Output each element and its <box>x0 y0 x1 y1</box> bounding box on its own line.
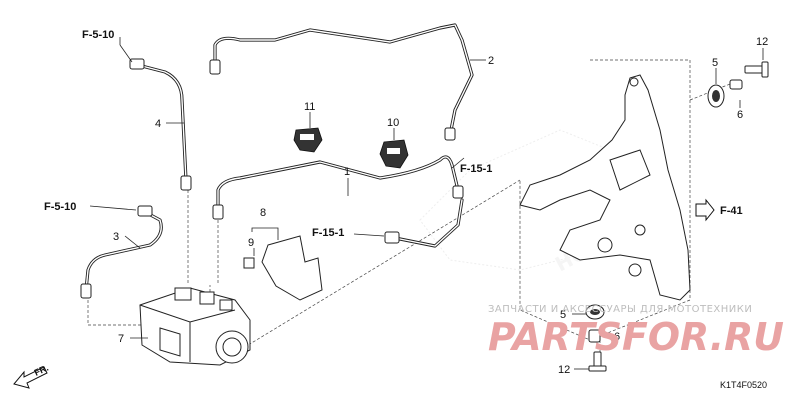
ref-f-41[interactable]: F-41 <box>720 205 743 217</box>
callout-6-bottom: 6 <box>614 331 620 343</box>
brake-pipe-1 <box>212 155 464 220</box>
pipe-clip-11 <box>293 127 323 153</box>
ref-f-41-arrow[interactable]: F-41 <box>695 198 743 222</box>
callout-12-bottom: 12 <box>558 364 570 376</box>
callout-4: 4 <box>155 118 161 130</box>
callout-5-top: 5 <box>712 57 718 69</box>
callout-5-bottom: 5 <box>560 309 566 321</box>
watermark-brand: PARTSFOR.RU <box>488 315 784 359</box>
modulator-bracket <box>519 74 691 301</box>
collar-6-top <box>729 79 743 90</box>
mount-rubber-5-bottom <box>585 304 605 320</box>
leader-lines <box>89 37 764 370</box>
ref-f-5-10-top[interactable]: F-5-10 <box>82 29 114 41</box>
bolt-12-bottom <box>588 351 607 372</box>
callout-7: 7 <box>118 333 124 345</box>
pipe-clip-10 <box>379 139 409 169</box>
front-direction-arrow: FR. <box>13 363 50 389</box>
ref-f-15-1-right[interactable]: F-15-1 <box>460 163 492 175</box>
brake-pipe-rear-link <box>384 198 464 248</box>
brake-pipe-4 <box>129 58 192 191</box>
brake-pipe-2 <box>209 23 474 141</box>
callout-10: 10 <box>387 117 399 129</box>
ref-f-15-1-bottom[interactable]: F-15-1 <box>312 227 344 239</box>
callout-3: 3 <box>113 231 119 243</box>
watermark-ru-text: ЗАПЧАСТИ И АКСЕССУАРЫ ДЛЯ МОТОТЕХНИКИ <box>488 304 752 315</box>
callout-1: 1 <box>344 166 350 178</box>
cover-plate-8 <box>243 235 323 301</box>
abs-modulator-7 <box>139 287 251 366</box>
callout-9: 9 <box>248 237 254 249</box>
fr-label: FR. <box>33 363 50 378</box>
mount-rubber-5-top <box>707 84 725 108</box>
diagram-code: K1T4F0520 <box>720 380 767 390</box>
callout-8: 8 <box>260 207 266 219</box>
callout-2: 2 <box>488 55 494 67</box>
ref-f-5-10-mid[interactable]: F-5-10 <box>44 201 76 213</box>
collar-6-bottom <box>588 329 601 343</box>
callout-11: 11 <box>304 101 315 113</box>
bolt-12-top <box>744 61 769 78</box>
callout-12-top: 12 <box>756 36 768 48</box>
callout-6-top: 6 <box>737 109 743 121</box>
brake-pipe-3 <box>80 205 163 299</box>
